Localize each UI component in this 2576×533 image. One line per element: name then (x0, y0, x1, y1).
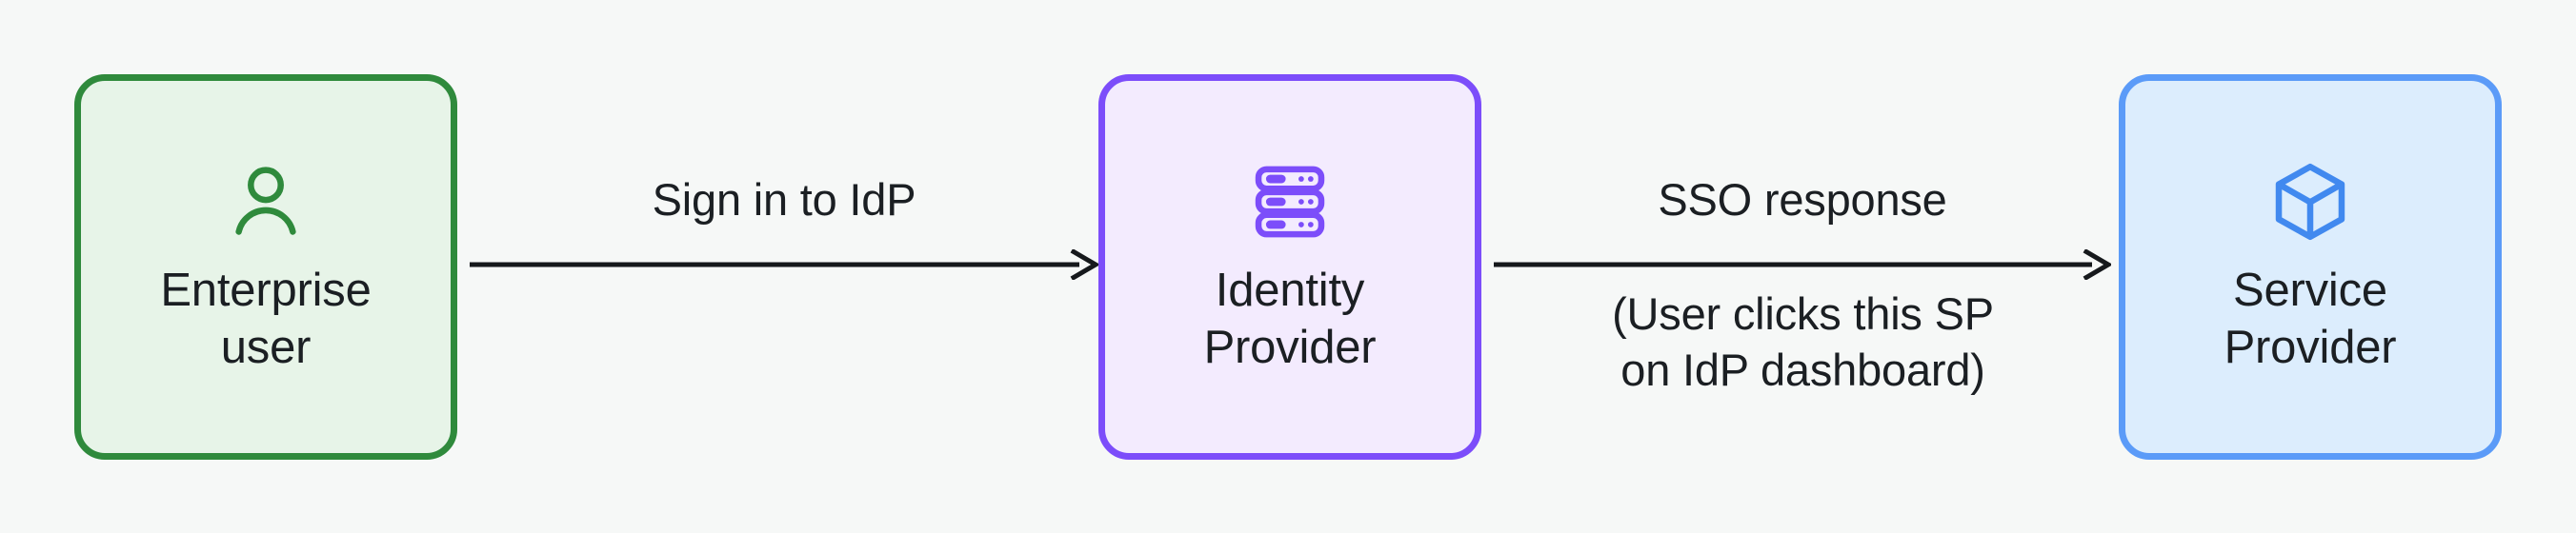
user-icon (222, 158, 310, 246)
server-stack-icon (1246, 158, 1334, 246)
arrow-idp-to-sp (1494, 249, 2111, 280)
node-label: Identity Provider (1203, 264, 1377, 373)
edge-note-user-clicks-sp: (User clicks this SP on IdP dashboard) (1612, 288, 1994, 396)
node-identity-provider[interactable]: Identity Provider (1098, 74, 1481, 460)
edge-label-sso-response: SSO response (1658, 174, 1947, 225)
edge-label-sign-in-to-idp: Sign in to IdP (652, 174, 916, 225)
node-label: Service Provider (2224, 264, 2397, 373)
node-enterprise-user[interactable]: Enterprise user (74, 74, 457, 460)
cube-icon (2266, 158, 2354, 246)
node-label: Enterprise user (160, 264, 372, 373)
arrow-user-to-idp (470, 249, 1098, 280)
node-service-provider[interactable]: Service Provider (2119, 74, 2502, 460)
